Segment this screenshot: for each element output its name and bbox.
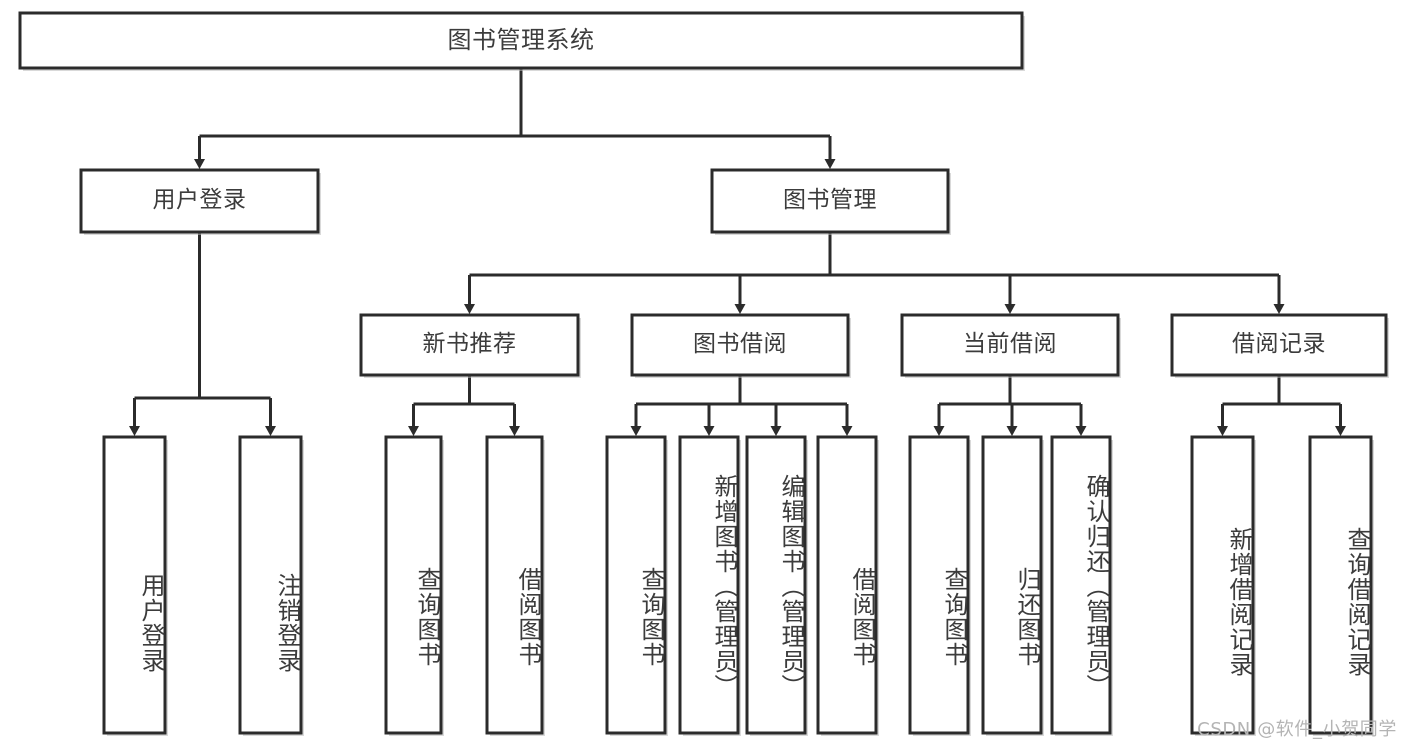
node-box-leaf-8[interactable] bbox=[908, 435, 970, 735]
node-box-level2-3[interactable] bbox=[1170, 313, 1388, 377]
node-box-leaf-7[interactable] bbox=[816, 435, 878, 735]
node-box-level2-1[interactable] bbox=[630, 313, 850, 377]
node-box-leaf-12[interactable] bbox=[1308, 435, 1373, 735]
node-box-leaf-1[interactable] bbox=[238, 435, 303, 735]
node-box-level2-0[interactable] bbox=[359, 313, 580, 377]
node-box-level1-0[interactable] bbox=[79, 168, 320, 234]
node-box-leaf-2[interactable] bbox=[384, 435, 443, 735]
node-box-leaf-9[interactable] bbox=[981, 435, 1043, 735]
watermark-text: CSDN @软件_小贺同学 bbox=[1197, 719, 1397, 740]
node-box-leaf-3[interactable] bbox=[485, 435, 544, 735]
connector-lines bbox=[129, 68, 1346, 436]
node-box-leaf-10[interactable] bbox=[1050, 435, 1112, 735]
node-box-level2-2[interactable] bbox=[900, 313, 1120, 377]
node-box-leaf-4[interactable] bbox=[605, 435, 667, 735]
node-box-leaf-6[interactable] bbox=[745, 435, 807, 735]
node-box-level1-1[interactable] bbox=[710, 168, 950, 234]
node-box-leaf-11[interactable] bbox=[1190, 435, 1255, 735]
node-box-leaf-0[interactable] bbox=[102, 435, 167, 735]
node-box-root[interactable] bbox=[18, 11, 1024, 70]
node-box-leaf-5[interactable] bbox=[678, 435, 740, 735]
node-boxes bbox=[18, 11, 1389, 736]
